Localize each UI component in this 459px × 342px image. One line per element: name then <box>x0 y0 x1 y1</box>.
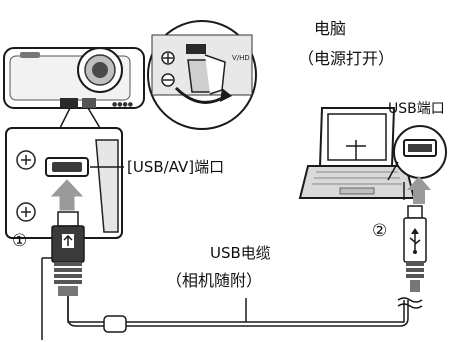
ferrite-core <box>103 315 127 333</box>
step-2-marker: ② <box>372 221 388 241</box>
cable-plug-pc <box>403 205 427 292</box>
usb-av-port-label: [USB/AV]端口 <box>127 158 225 176</box>
computer-label: 电脑 <box>314 19 347 38</box>
svg-text:V/HD: V/HD <box>232 54 250 62</box>
step-1-marker: ① <box>12 231 28 251</box>
arrow-up-icon <box>50 179 84 211</box>
usb-icon <box>409 228 421 254</box>
cable-plug-camera <box>51 211 85 296</box>
laptop <box>298 107 416 199</box>
cable-included-label: （相机随附） <box>166 271 263 290</box>
arrow-up-icon <box>407 176 431 204</box>
svg-text:●●●●: ●●●● <box>112 101 133 108</box>
port-detail <box>5 127 123 239</box>
usb-cable-label: USB电缆 <box>210 244 271 262</box>
usb-port-pc-label: USB端口 <box>388 101 445 117</box>
camera: ●●●● <box>3 47 145 109</box>
pc-port-zoom <box>393 125 447 179</box>
zoom-detail: V/HD <box>147 20 257 130</box>
computer-power-label: （电源打开） <box>298 49 395 68</box>
